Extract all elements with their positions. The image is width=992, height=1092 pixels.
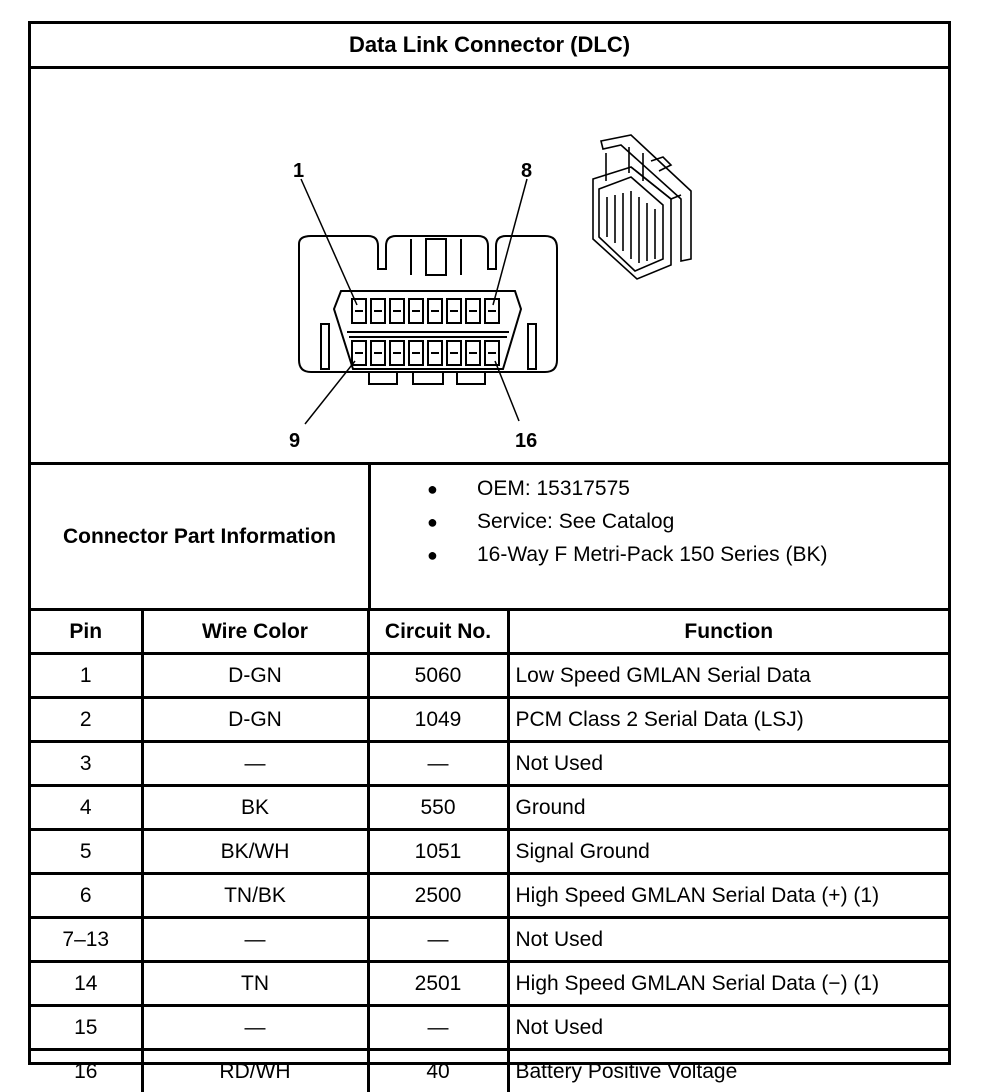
left-slot xyxy=(321,324,329,369)
part-info-text: Service: See Catalog xyxy=(477,510,674,534)
callout-16: 16 xyxy=(515,430,537,452)
callout-leader-9 xyxy=(305,361,355,424)
cell-pin: 3 xyxy=(31,742,142,786)
cell-circuit-no: — xyxy=(368,918,508,962)
cell-pin: 1 xyxy=(31,654,142,698)
table-row: 16 RD/WH 40 Battery Positive Voltage xyxy=(31,1050,948,1092)
cell-circuit-no: 1049 xyxy=(368,698,508,742)
part-info-text: OEM: 15317575 xyxy=(477,477,630,501)
header-pin: Pin xyxy=(31,611,142,654)
part-info-text: 16-Way F Metri-Pack 150 Series (BK) xyxy=(477,543,827,567)
table-row: 15 — — Not Used xyxy=(31,1006,948,1050)
connector-document: Data Link Connector (DLC) xyxy=(28,21,951,1065)
cell-pin: 7–13 xyxy=(31,918,142,962)
cell-function: Ground xyxy=(508,786,948,830)
callout-1: 1 xyxy=(293,160,304,182)
latch xyxy=(426,239,446,275)
cell-circuit-no: — xyxy=(368,742,508,786)
header-wire-color: Wire Color xyxy=(142,611,368,654)
pin-row-top xyxy=(352,299,499,323)
cell-pin: 15 xyxy=(31,1006,142,1050)
table-row: 3 — — Not Used xyxy=(31,742,948,786)
table-row: 7–13 — — Not Used xyxy=(31,918,948,962)
cell-function: Not Used xyxy=(508,1006,948,1050)
cell-circuit-no: 1051 xyxy=(368,830,508,874)
cell-wire-color: TN xyxy=(142,962,368,1006)
cell-wire-color: TN/BK xyxy=(142,874,368,918)
table-row: 14 TN 2501 High Speed GMLAN Serial Data … xyxy=(31,962,948,1006)
cell-wire-color: D-GN xyxy=(142,654,368,698)
cell-wire-color: — xyxy=(142,1006,368,1050)
connector-isometric-view xyxy=(593,135,691,279)
callout-leader-8 xyxy=(493,179,527,305)
cell-circuit-no: 2500 xyxy=(368,874,508,918)
right-slot xyxy=(528,324,536,369)
bullet-icon: ● xyxy=(427,479,477,500)
header-circuit-no: Circuit No. xyxy=(368,611,508,654)
header-function: Function xyxy=(508,611,948,654)
cell-wire-color: — xyxy=(142,742,368,786)
part-info-item: ● OEM: 15317575 xyxy=(427,472,630,506)
cell-function: High Speed GMLAN Serial Data (+) (1) xyxy=(508,874,948,918)
cell-pin: 2 xyxy=(31,698,142,742)
connector-figure: 1 8 9 16 xyxy=(31,69,948,465)
cell-wire-color: BK/WH xyxy=(142,830,368,874)
cell-circuit-no: 2501 xyxy=(368,962,508,1006)
cell-function: Not Used xyxy=(508,742,948,786)
cell-circuit-no: 40 xyxy=(368,1050,508,1092)
callout-leader-1 xyxy=(301,179,357,305)
bullet-icon: ● xyxy=(427,545,477,566)
part-info-list: ● OEM: 15317575 ● Service: See Catalog ●… xyxy=(371,465,948,611)
cell-pin: 14 xyxy=(31,962,142,1006)
cell-pin: 16 xyxy=(31,1050,142,1092)
cell-wire-color: D-GN xyxy=(142,698,368,742)
cell-pin: 4 xyxy=(31,786,142,830)
table-row: 6 TN/BK 2500 High Speed GMLAN Serial Dat… xyxy=(31,874,948,918)
table-row: 1 D-GN 5060 Low Speed GMLAN Serial Data xyxy=(31,654,948,698)
cell-wire-color: RD/WH xyxy=(142,1050,368,1092)
table-row: 5 BK/WH 1051 Signal Ground xyxy=(31,830,948,874)
part-info-item: ● 16-Way F Metri-Pack 150 Series (BK) xyxy=(427,538,827,572)
cell-function: Low Speed GMLAN Serial Data xyxy=(508,654,948,698)
cell-wire-color: — xyxy=(142,918,368,962)
cell-wire-color: BK xyxy=(142,786,368,830)
document-title: Data Link Connector (DLC) xyxy=(31,24,948,69)
table-row: 4 BK 550 Ground xyxy=(31,786,948,830)
connector-diagram: 1 8 9 16 xyxy=(31,69,948,462)
cell-circuit-no: 550 xyxy=(368,786,508,830)
table-row: 2 D-GN 1049 PCM Class 2 Serial Data (LSJ… xyxy=(31,698,948,742)
callout-8: 8 xyxy=(521,160,532,182)
cell-pin: 6 xyxy=(31,874,142,918)
bullet-icon: ● xyxy=(427,512,477,533)
callout-leader-16 xyxy=(495,361,519,421)
cell-circuit-no: — xyxy=(368,1006,508,1050)
part-info-item: ● Service: See Catalog xyxy=(427,505,674,539)
cell-pin: 5 xyxy=(31,830,142,874)
cell-function: Not Used xyxy=(508,918,948,962)
table-header-row: Pin Wire Color Circuit No. Function xyxy=(31,611,948,654)
cell-function: High Speed GMLAN Serial Data (−) (1) xyxy=(508,962,948,1006)
part-info-label: Connector Part Information xyxy=(31,465,371,611)
pin-row-bottom xyxy=(352,341,499,365)
cell-function: Battery Positive Voltage xyxy=(508,1050,948,1092)
pin-table: Pin Wire Color Circuit No. Function 1 D-… xyxy=(31,611,948,1092)
cell-circuit-no: 5060 xyxy=(368,654,508,698)
cell-function: Signal Ground xyxy=(508,830,948,874)
cell-function: PCM Class 2 Serial Data (LSJ) xyxy=(508,698,948,742)
callout-9: 9 xyxy=(289,430,300,452)
